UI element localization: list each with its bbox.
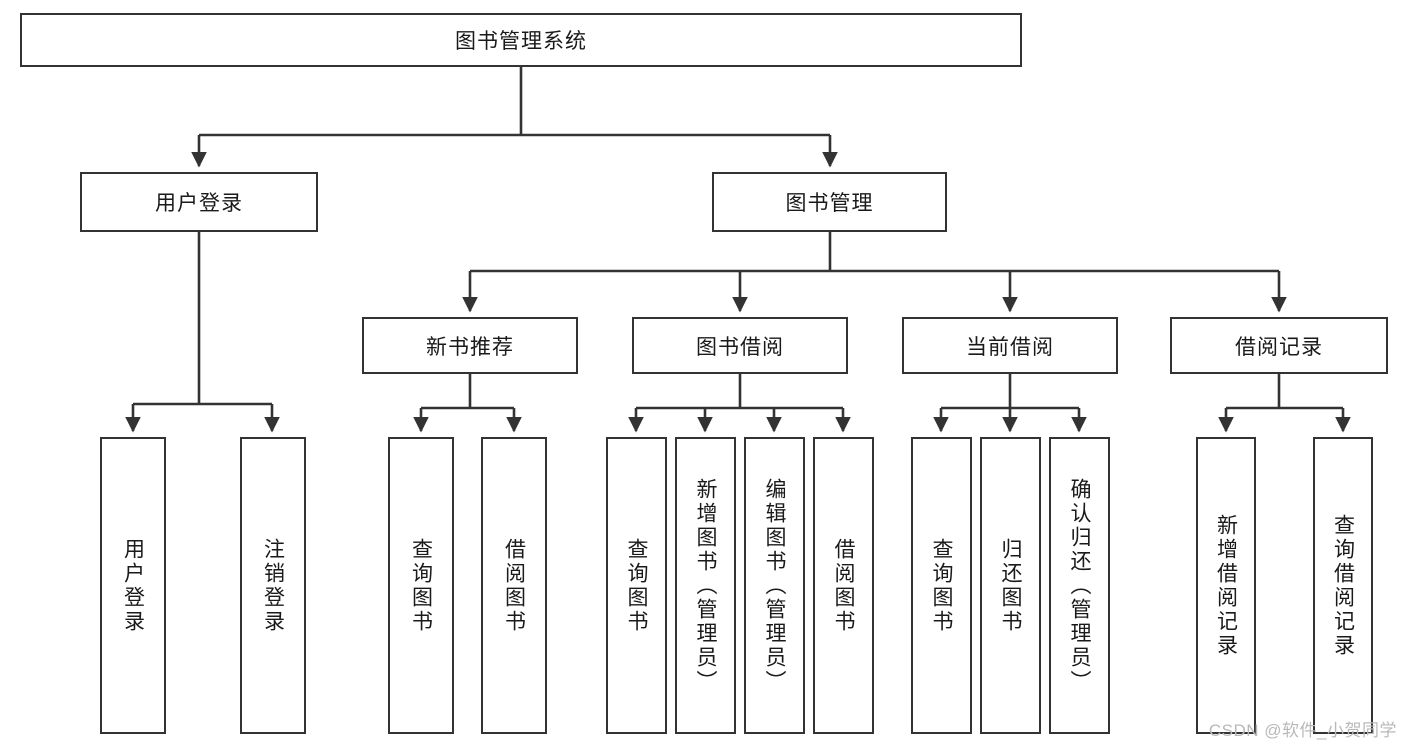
node-book-management[interactable]: 图书管理: [712, 172, 947, 232]
leaf-label: 注销登录: [261, 537, 285, 634]
node-current-borrow[interactable]: 当前借阅: [902, 317, 1118, 374]
leaf-return-book[interactable]: 归还图书: [980, 437, 1041, 734]
leaf-label: 编辑图书（管理员）: [763, 477, 786, 694]
leaf-label: 查询图书: [409, 537, 433, 634]
leaf-label: 查询图书: [930, 537, 953, 634]
node-root-label: 图书管理系统: [455, 30, 587, 53]
leaf-label: 查询借阅记录: [1331, 513, 1355, 658]
leaf-edit-book-admin[interactable]: 编辑图书（管理员）: [744, 437, 805, 734]
node-borrow-record[interactable]: 借阅记录: [1170, 317, 1388, 374]
node-root[interactable]: 图书管理系统: [20, 13, 1022, 67]
leaf-user-login[interactable]: 用户登录: [100, 437, 166, 734]
leaf-logout[interactable]: 注销登录: [240, 437, 306, 734]
node-user-login-label: 用户登录: [155, 192, 243, 215]
node-book-management-label: 图书管理: [785, 192, 874, 215]
leaf-label: 查询图书: [625, 537, 648, 634]
leaf-label: 用户登录: [121, 537, 145, 634]
leaf-borrow-book[interactable]: 借阅图书: [813, 437, 874, 734]
leaf-confirm-return-admin[interactable]: 确认归还（管理员）: [1049, 437, 1110, 734]
leaf-query-book-current[interactable]: 查询图书: [911, 437, 972, 734]
leaf-label: 归还图书: [999, 537, 1022, 634]
node-borrow-record-label: 借阅记录: [1235, 335, 1323, 359]
leaf-borrow-book-newbook[interactable]: 借阅图书: [481, 437, 547, 734]
leaf-add-borrow-record[interactable]: 新增借阅记录: [1196, 437, 1256, 734]
leaf-label: 新增借阅记录: [1214, 513, 1238, 658]
leaf-label: 确认归还（管理员）: [1068, 477, 1091, 694]
node-book-borrow-label: 图书借阅: [696, 335, 784, 359]
node-new-book-recommend-label: 新书推荐: [426, 335, 514, 359]
node-book-borrow[interactable]: 图书借阅: [632, 317, 848, 374]
leaf-query-borrow-record[interactable]: 查询借阅记录: [1313, 437, 1373, 734]
leaf-label: 借阅图书: [832, 537, 855, 634]
leaf-query-book-newbook[interactable]: 查询图书: [388, 437, 454, 734]
leaf-label: 新增图书（管理员）: [694, 477, 717, 694]
watermark: CSDN @软件_小贺同学: [1208, 721, 1397, 740]
node-user-login[interactable]: 用户登录: [80, 172, 318, 232]
leaf-query-book-borrow[interactable]: 查询图书: [606, 437, 667, 734]
leaf-add-book-admin[interactable]: 新增图书（管理员）: [675, 437, 736, 734]
node-new-book-recommend[interactable]: 新书推荐: [362, 317, 578, 374]
leaf-label: 借阅图书: [502, 537, 526, 634]
node-current-borrow-label: 当前借阅: [966, 335, 1054, 359]
